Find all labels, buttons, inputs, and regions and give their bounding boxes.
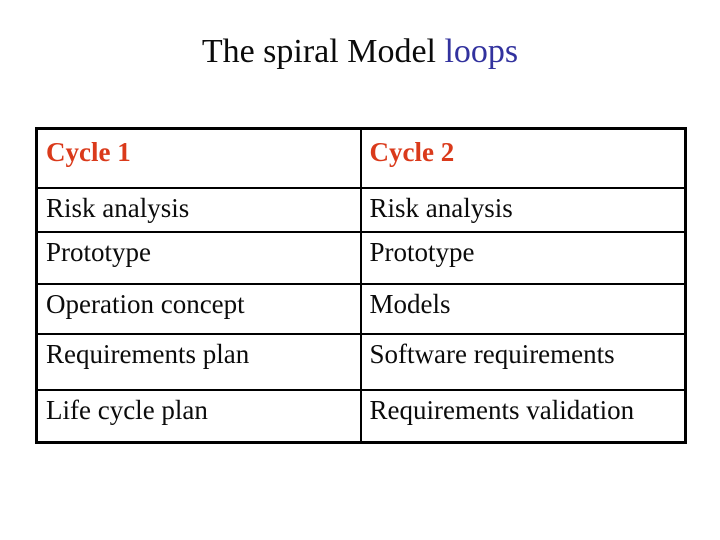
- table-header-cycle2: Cycle 2: [359, 127, 687, 189]
- table-cell: Risk analysis: [35, 187, 362, 233]
- slide-title: The spiral Model loops: [0, 32, 720, 71]
- table-cell: Operation concept: [35, 283, 362, 335]
- table-header-cycle1: Cycle 1: [35, 127, 362, 189]
- table-cell: Software requirements: [359, 333, 687, 391]
- table-row: Risk analysis Risk analysis: [35, 187, 687, 233]
- table-row: Prototype Prototype: [35, 231, 687, 285]
- table-cell: Requirements validation: [359, 389, 687, 444]
- cycle-comparison-table: Cycle 1 Cycle 2 Risk analysis Risk analy…: [35, 127, 687, 444]
- table-cell: Life cycle plan: [35, 389, 362, 444]
- table-row: Operation concept Models: [35, 283, 687, 335]
- table-cell: Requirements plan: [35, 333, 362, 391]
- slide-title-accent: loops: [444, 33, 519, 70]
- table-cell: Prototype: [359, 231, 687, 285]
- table-row: Requirements plan Software requirements: [35, 333, 687, 391]
- table-row: Life cycle plan Requirements validation: [35, 389, 687, 444]
- table-cell: Models: [359, 283, 687, 335]
- slide-title-main: The spiral Model: [201, 33, 445, 70]
- table-header-row: Cycle 1 Cycle 2: [35, 127, 687, 189]
- table-cell: Prototype: [35, 231, 362, 285]
- table-cell: Risk analysis: [359, 187, 687, 233]
